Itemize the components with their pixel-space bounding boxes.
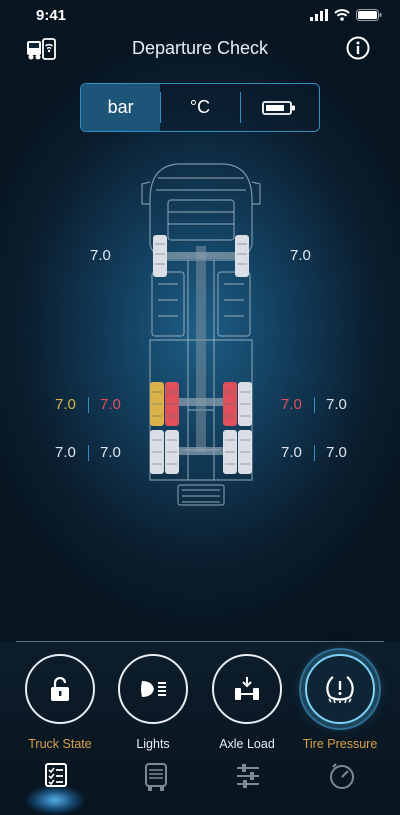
pressure-drive1-left-inner: 7.0 — [100, 396, 121, 413]
axle-load-label: Axle Load — [219, 737, 275, 751]
truck-state-label: Truck State — [28, 737, 92, 751]
value-divider — [88, 445, 89, 461]
lights-label: Lights — [136, 737, 170, 751]
battery-icon — [356, 9, 382, 21]
pressure-front-right: 7.0 — [290, 247, 311, 264]
value-divider — [314, 445, 315, 461]
signal-icon — [310, 9, 328, 21]
pressure-drive1-left-outer: 7.0 — [55, 396, 76, 413]
pressure-drive1-right-inner: 7.0 — [281, 396, 302, 413]
tire-pressure-icon — [326, 676, 354, 703]
pressure-drive2-left-inner: 7.0 — [100, 444, 121, 461]
tab-bar — [0, 752, 400, 800]
truck-state-button[interactable]: Truck State — [13, 654, 107, 751]
lock-icon — [51, 676, 69, 701]
tab-truck[interactable] — [136, 762, 176, 796]
truck-wifi-icon[interactable] — [26, 37, 56, 61]
truck-front-icon — [145, 763, 167, 791]
info-icon[interactable] — [346, 36, 370, 60]
battery-level-icon — [262, 100, 296, 115]
unit-option-bar[interactable]: bar — [81, 84, 161, 131]
tire-pressure-button[interactable]: Tire Pressure — [293, 654, 387, 751]
lights-button[interactable]: Lights — [106, 654, 200, 751]
pressure-drive2-left-outer: 7.0 — [55, 444, 76, 461]
value-divider — [88, 397, 89, 413]
pressure-drive1-right-outer: 7.0 — [326, 396, 347, 413]
tire-pressure-label: Tire Pressure — [302, 737, 378, 751]
headlight-icon — [141, 681, 166, 697]
lights-circle — [118, 654, 188, 724]
pressure-front-left: 7.0 — [90, 247, 111, 264]
status-bar: 9:41 — [0, 0, 400, 34]
unit-bar-label: bar — [107, 97, 134, 117]
checklist-icon — [45, 763, 67, 787]
unit-option-battery[interactable] — [239, 84, 319, 131]
unit-selector: bar °C — [80, 83, 320, 132]
status-icons — [310, 9, 382, 21]
truck-state-circle — [25, 654, 95, 724]
unit-option-celsius[interactable]: °C — [160, 84, 239, 131]
axle-load-circle — [212, 654, 282, 724]
wifi-icon — [334, 9, 350, 21]
truck-diagram — [141, 163, 261, 506]
tire-pressure-circle — [305, 654, 375, 724]
axle-load-button[interactable]: Axle Load — [200, 654, 294, 751]
tab-checklist[interactable] — [36, 762, 76, 796]
tab-gauge[interactable] — [322, 762, 362, 796]
page-title: Departure Check — [131, 38, 269, 58]
pressure-drive2-right-inner: 7.0 — [281, 444, 302, 461]
equalizer-icon — [237, 764, 259, 788]
gauge-icon — [330, 763, 354, 789]
value-divider — [314, 397, 315, 413]
section-divider — [16, 641, 384, 642]
pressure-drive2-right-outer: 7.0 — [326, 444, 347, 461]
axle-load-icon — [235, 677, 259, 700]
status-time: 9:41 — [36, 7, 67, 24]
unit-celsius-label: °C — [189, 97, 211, 117]
tab-settings[interactable] — [228, 762, 268, 796]
header: Departure Check — [0, 34, 400, 64]
